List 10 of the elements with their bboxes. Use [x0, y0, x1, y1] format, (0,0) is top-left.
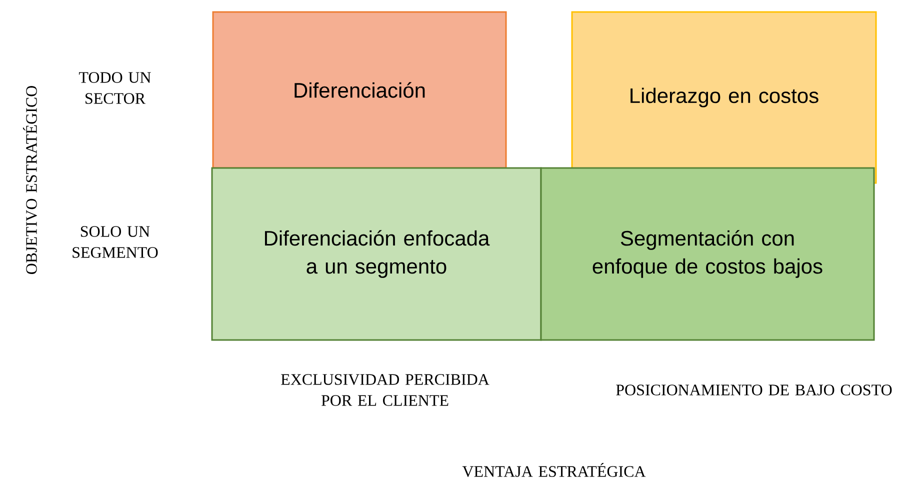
- axis-label: VENTAJA ESTRATÉGICA: [462, 463, 646, 477]
- axis-category-label: EXCLUSIVIDAD PERCIBIDA POR EL CLIENTE: [281, 374, 490, 406]
- strategy-box: Liderazgo en costos: [571, 11, 877, 184]
- strategy-box: Diferenciación: [212, 11, 507, 169]
- axis-label: OBJETIVO ESTRATÉGICO: [23, 86, 37, 274]
- strategy-box: Diferenciación enfocada a un segmento: [211, 167, 542, 341]
- strategy-box: Segmentación con enfoque de costos bajos: [540, 167, 875, 341]
- axis-category-label: TODO UN SECTOR: [79, 72, 151, 104]
- axis-category-label: SOLO UN SEGMENTO: [72, 226, 158, 258]
- axis-category-label: POSICIONAMIENTO DE BAJO COSTO: [616, 384, 892, 396]
